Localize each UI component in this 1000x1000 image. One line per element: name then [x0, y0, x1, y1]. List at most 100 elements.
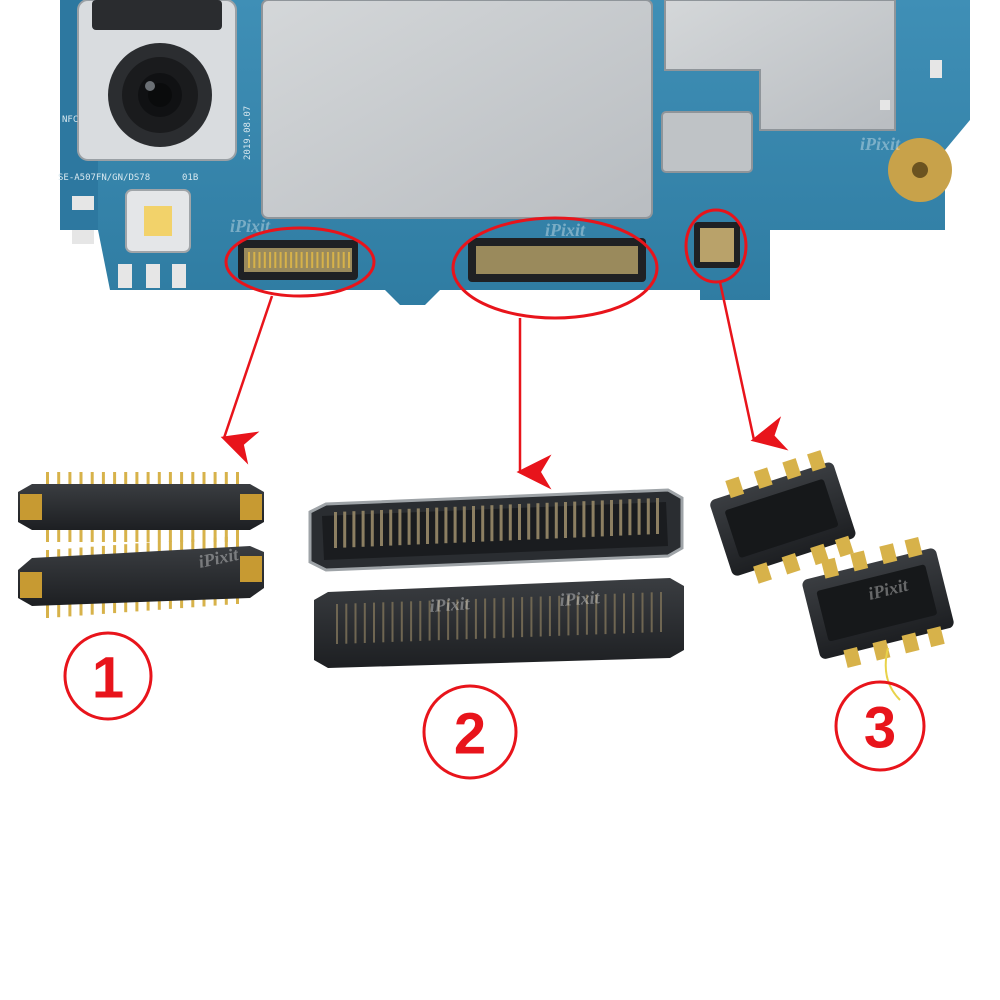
connector-pin [447, 599, 450, 640]
connector-pin [258, 252, 261, 268]
connector-pin [426, 508, 429, 544]
connector-pin [437, 600, 440, 641]
mounting-pad [888, 138, 952, 202]
connector-pin [332, 252, 335, 268]
connector-pin [490, 505, 494, 542]
connector-pin [573, 501, 577, 538]
yellow-wire [884, 647, 901, 701]
connector-pin [656, 498, 659, 534]
connector-pin [263, 252, 266, 268]
connector-pin [391, 601, 394, 642]
connector-pin [373, 602, 375, 643]
connector-pin [521, 597, 524, 638]
connector-pin [610, 500, 613, 536]
connector-pin [613, 593, 616, 634]
connector-pin [253, 252, 256, 268]
connector-pin [641, 592, 644, 633]
connector-pin [305, 252, 308, 268]
connector-pin [269, 252, 272, 268]
watermark-board-3: iPixit [860, 134, 901, 154]
connector-pin [348, 252, 350, 268]
connector-pin [481, 505, 485, 542]
connector-pin [539, 596, 542, 637]
connector-pin [290, 252, 293, 268]
connector-pin [300, 252, 303, 268]
connector-pin [650, 592, 653, 633]
connector-pin [558, 595, 561, 636]
connector-pin [632, 593, 635, 633]
silk-date: 2019.08.07 [243, 106, 253, 160]
watermark-board-1: iPixit [230, 216, 271, 236]
board-connector-1 [238, 240, 358, 280]
connector-pin [493, 598, 496, 639]
connector-pin [453, 506, 457, 543]
connector-pin [554, 502, 558, 539]
watermark-conn2-b: iPixit [559, 587, 601, 610]
connector-pin [295, 252, 298, 268]
connector-pin [416, 508, 420, 545]
flash-led-core [144, 206, 172, 236]
camera-module [77, 0, 237, 161]
connector-pin [398, 509, 402, 546]
silk-model: SE-A507FN/GN/DS78 [58, 173, 150, 183]
connector-pin [352, 511, 356, 548]
connector-pin [380, 510, 383, 546]
connector-pin [465, 599, 468, 640]
board-connector-2 [468, 238, 646, 282]
connector-pin [511, 597, 514, 638]
connector-pin [484, 598, 487, 639]
connector-2-top [308, 488, 684, 572]
connector-pin [316, 252, 319, 268]
connector-pin [279, 252, 282, 268]
connector-pin [407, 508, 411, 545]
connector-pin [248, 252, 250, 268]
rf-shield-main [261, 0, 653, 219]
connector-pin [567, 595, 570, 636]
connector-pin [619, 499, 623, 536]
connector-pin [474, 598, 477, 639]
arrows [220, 281, 789, 490]
silk-rev: 01B [182, 173, 198, 183]
camera-top-sensor [92, 0, 222, 30]
connector-pin [345, 603, 348, 644]
arrow-3 [718, 281, 789, 451]
watermark-conn2-a: iPixit [429, 593, 471, 616]
shield-small [661, 111, 753, 173]
connector-pin [502, 597, 505, 638]
pcb-components [72, 60, 942, 288]
connector-1-bottom [18, 536, 264, 618]
connector-pin [564, 502, 567, 538]
connector-pin [585, 594, 588, 635]
connector-pin [530, 596, 533, 637]
label-1-text: 1 [92, 646, 124, 711]
connector-pin [419, 600, 422, 641]
arrow-1 [220, 295, 274, 465]
connector-pin [499, 504, 503, 541]
connector-pin [311, 252, 314, 268]
connector-pin [548, 596, 551, 637]
connector-pin [321, 252, 324, 268]
connector-pin [518, 504, 521, 540]
watermark-board-2: iPixit [545, 220, 586, 240]
connector-pin [508, 504, 512, 541]
connector-pin [527, 503, 531, 540]
battery-connector-icon: iPixit [710, 450, 954, 701]
connector-1-top [18, 472, 264, 542]
connector-pin [435, 507, 439, 544]
board-connector-3 [694, 222, 740, 268]
connector-pin [604, 594, 607, 635]
connector-pin [545, 502, 549, 539]
connector-pin [428, 600, 431, 641]
connector-pin [456, 599, 459, 640]
connector-pin [382, 602, 385, 643]
connector-pin [274, 252, 277, 268]
connector-pin [582, 501, 586, 538]
connector-pin [660, 592, 662, 632]
label-2: 2 [422, 684, 518, 780]
connector-pin [354, 603, 357, 644]
connector-3-bottom [802, 536, 954, 668]
rf-shield-right [664, 0, 896, 131]
connector-pin [410, 601, 413, 642]
connector-pin [343, 511, 347, 548]
